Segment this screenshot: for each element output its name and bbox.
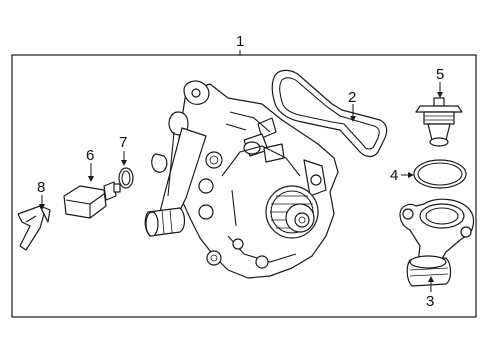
diagram-frame [11, 54, 477, 318]
thermostat-housing [399, 198, 475, 287]
callout-7: 7 [119, 134, 127, 151]
callout-5: 5 [436, 66, 444, 83]
retaining-clip [17, 205, 51, 251]
pump-pulley [265, 185, 319, 239]
temperature-sensor [63, 181, 121, 219]
thermostat [415, 97, 463, 147]
housing-gasket [271, 69, 388, 158]
callout-6: 6 [86, 147, 94, 164]
thermostat-o-ring [413, 159, 467, 189]
sensor-o-ring [118, 167, 134, 189]
callout-1: 1 [236, 33, 244, 50]
callout-3: 3 [426, 293, 434, 310]
water-pump-housing [144, 80, 339, 279]
callout-2: 2 [348, 89, 356, 106]
callout-4: 4 [390, 167, 398, 184]
callout-8: 8 [37, 179, 45, 196]
